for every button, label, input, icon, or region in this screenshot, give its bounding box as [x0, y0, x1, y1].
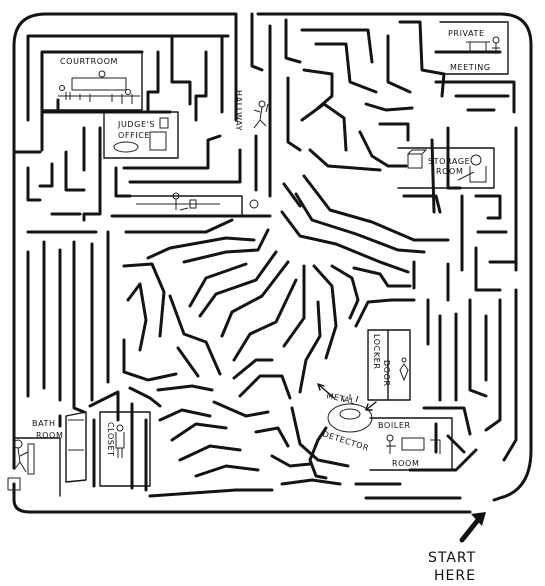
storage-room-doodle [407, 149, 487, 183]
courtroom-label: COURTROOM [60, 57, 118, 66]
start-label: START [428, 550, 476, 566]
bathroom-label-line2: ROOM [36, 431, 63, 440]
room-outlines [13, 21, 509, 497]
metal-detector-label-line1: METAL [326, 391, 356, 406]
private-meeting-label-line1: PRIVATE [448, 29, 485, 38]
hallway-doodle [136, 100, 269, 211]
here-label: HERE [434, 568, 476, 584]
private-meeting-doodle [466, 36, 500, 54]
boiler-room-doodle [386, 434, 441, 454]
storage-room-label-line2: ROOM [436, 167, 463, 176]
arrow-up-right-icon [459, 512, 486, 543]
maze-walls [12, 12, 518, 500]
locker-doodle [399, 357, 409, 382]
storage-room-label-line1: STORAGE [428, 157, 470, 166]
metal-detector-doodle [308, 383, 377, 480]
judges-office-label-line1: JUDGE'S [117, 120, 155, 129]
locker-label: LOCKER [372, 334, 381, 370]
boiler-label: BOILER [378, 421, 411, 430]
metal-detector-label-line2: DETECTOR [321, 429, 370, 452]
closet-doodle [68, 419, 125, 458]
bathroom-label-line1: BATH [32, 419, 56, 428]
boiler-room-label: ROOM [392, 459, 419, 468]
private-meeting-label-line2: MEETING [450, 63, 491, 72]
closet-label: CLOSET [106, 422, 115, 457]
courtroom-doodle [58, 70, 140, 104]
judges-office-label-line2: OFFICE [118, 131, 150, 140]
bathroom-doodle [7, 439, 35, 491]
maze-outer-wall [12, 12, 533, 514]
judges-office-doodle [113, 117, 169, 153]
door-label: DOOR [382, 360, 391, 387]
hallway-label: HALLWAY [234, 90, 243, 131]
